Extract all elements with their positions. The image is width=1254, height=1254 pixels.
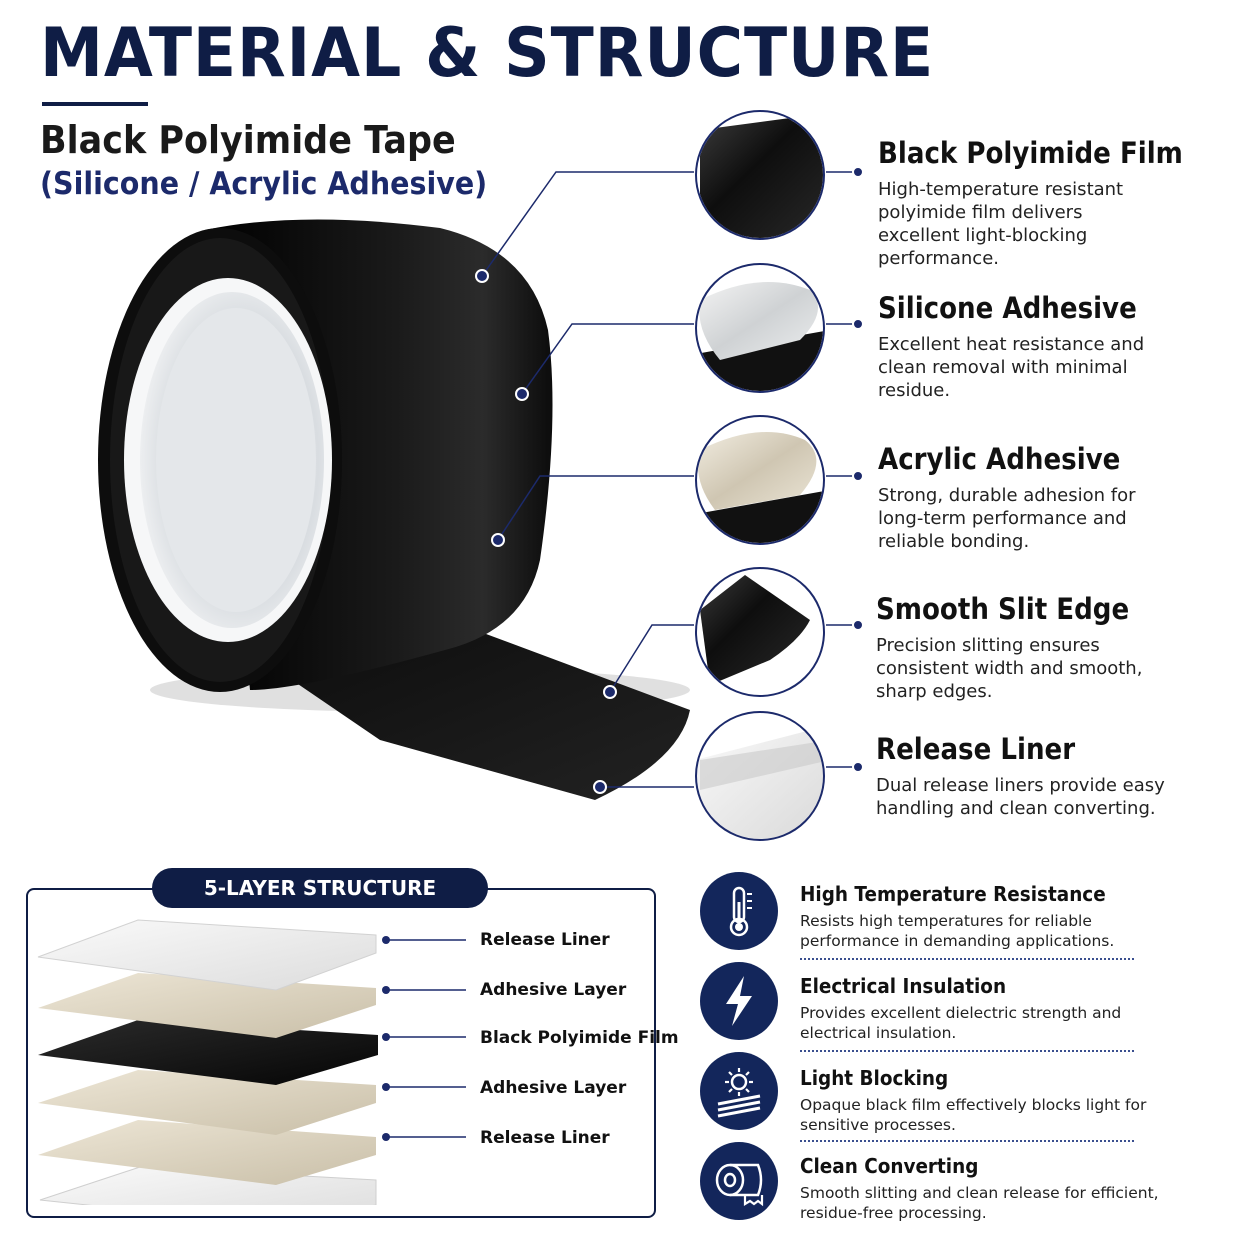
thermometer-icon: [700, 872, 778, 950]
feature-title: Release Liner: [876, 732, 1076, 766]
benefit-title: Light Blocking: [800, 1066, 949, 1090]
layer-label: Adhesive Layer: [480, 980, 627, 1000]
feature-title: Black Polyimide Film: [878, 136, 1183, 170]
feature-desc: Dual release liners provide easy handlin…: [876, 775, 1165, 819]
layer-stack-illustration: [37, 919, 466, 1205]
layer-label: Black Polyimide Film: [480, 1028, 679, 1048]
feature-desc: High-temperature resistant polyimide fil…: [878, 179, 1124, 269]
benefit-desc: Smooth slitting and clean release for ef…: [800, 1184, 1159, 1222]
benefit-desc: Resists high temperatures for reliable p…: [800, 912, 1115, 950]
feature-smooth-slit-edge: Smooth Slit Edge Precision slitting ensu…: [876, 592, 1166, 703]
feature-silicone-adhesive: Silicone Adhesive Excellent heat resista…: [878, 291, 1168, 402]
benefit-divider: [800, 1050, 1134, 1052]
feature-desc: Strong, durable adhesion for long-term p…: [878, 485, 1136, 552]
benefit-desc: Opaque black film effectively blocks lig…: [800, 1096, 1147, 1134]
title-underline: [42, 102, 148, 106]
feature-desc: Precision slitting ensures consistent wi…: [876, 635, 1143, 702]
benefit-electrical-insulation: Electrical Insulation Provides excellent…: [800, 974, 1180, 1043]
lightning-icon: [700, 962, 778, 1040]
benefit-desc: Provides excellent dielectric strength a…: [800, 1004, 1122, 1042]
feature-black-polyimide-film: Black Polyimide Film High-temperature re…: [878, 136, 1217, 270]
benefit-divider: [800, 958, 1134, 960]
layer-label: Release Liner: [480, 1128, 610, 1148]
benefit-clean-converting: Clean Converting Smooth slitting and cle…: [800, 1154, 1180, 1223]
benefit-title: Electrical Insulation: [800, 974, 1007, 998]
layer-label: Adhesive Layer: [480, 1078, 627, 1098]
layer-label: Release Liner: [480, 930, 610, 950]
benefit-title: High Temperature Resistance: [800, 882, 1106, 906]
product-name: Black Polyimide Tape: [40, 118, 456, 162]
feature-title: Smooth Slit Edge: [876, 592, 1130, 626]
page-title: MATERIAL & STRUCTURE: [40, 14, 935, 93]
feature-title: Silicone Adhesive: [878, 291, 1137, 325]
feature-acrylic-adhesive: Acrylic Adhesive Strong, durable adhesio…: [878, 442, 1168, 553]
product-adhesive-type: (Silicone / Acrylic Adhesive): [40, 166, 488, 202]
layer-structure-badge: 5-LAYER STRUCTURE: [152, 868, 488, 908]
benefit-light-blocking: Light Blocking Opaque black film effecti…: [800, 1066, 1180, 1135]
benefit-high-temperature: High Temperature Resistance Resists high…: [800, 882, 1180, 951]
tape-roll-icon: [700, 1142, 778, 1220]
benefit-title: Clean Converting: [800, 1154, 979, 1178]
feature-desc: Excellent heat resistance and clean remo…: [878, 334, 1145, 401]
feature-title: Acrylic Adhesive: [878, 442, 1121, 476]
sun-block-icon: [700, 1052, 778, 1130]
benefit-divider: [800, 1140, 1134, 1142]
feature-release-liner: Release Liner Dual release liners provid…: [876, 732, 1166, 820]
